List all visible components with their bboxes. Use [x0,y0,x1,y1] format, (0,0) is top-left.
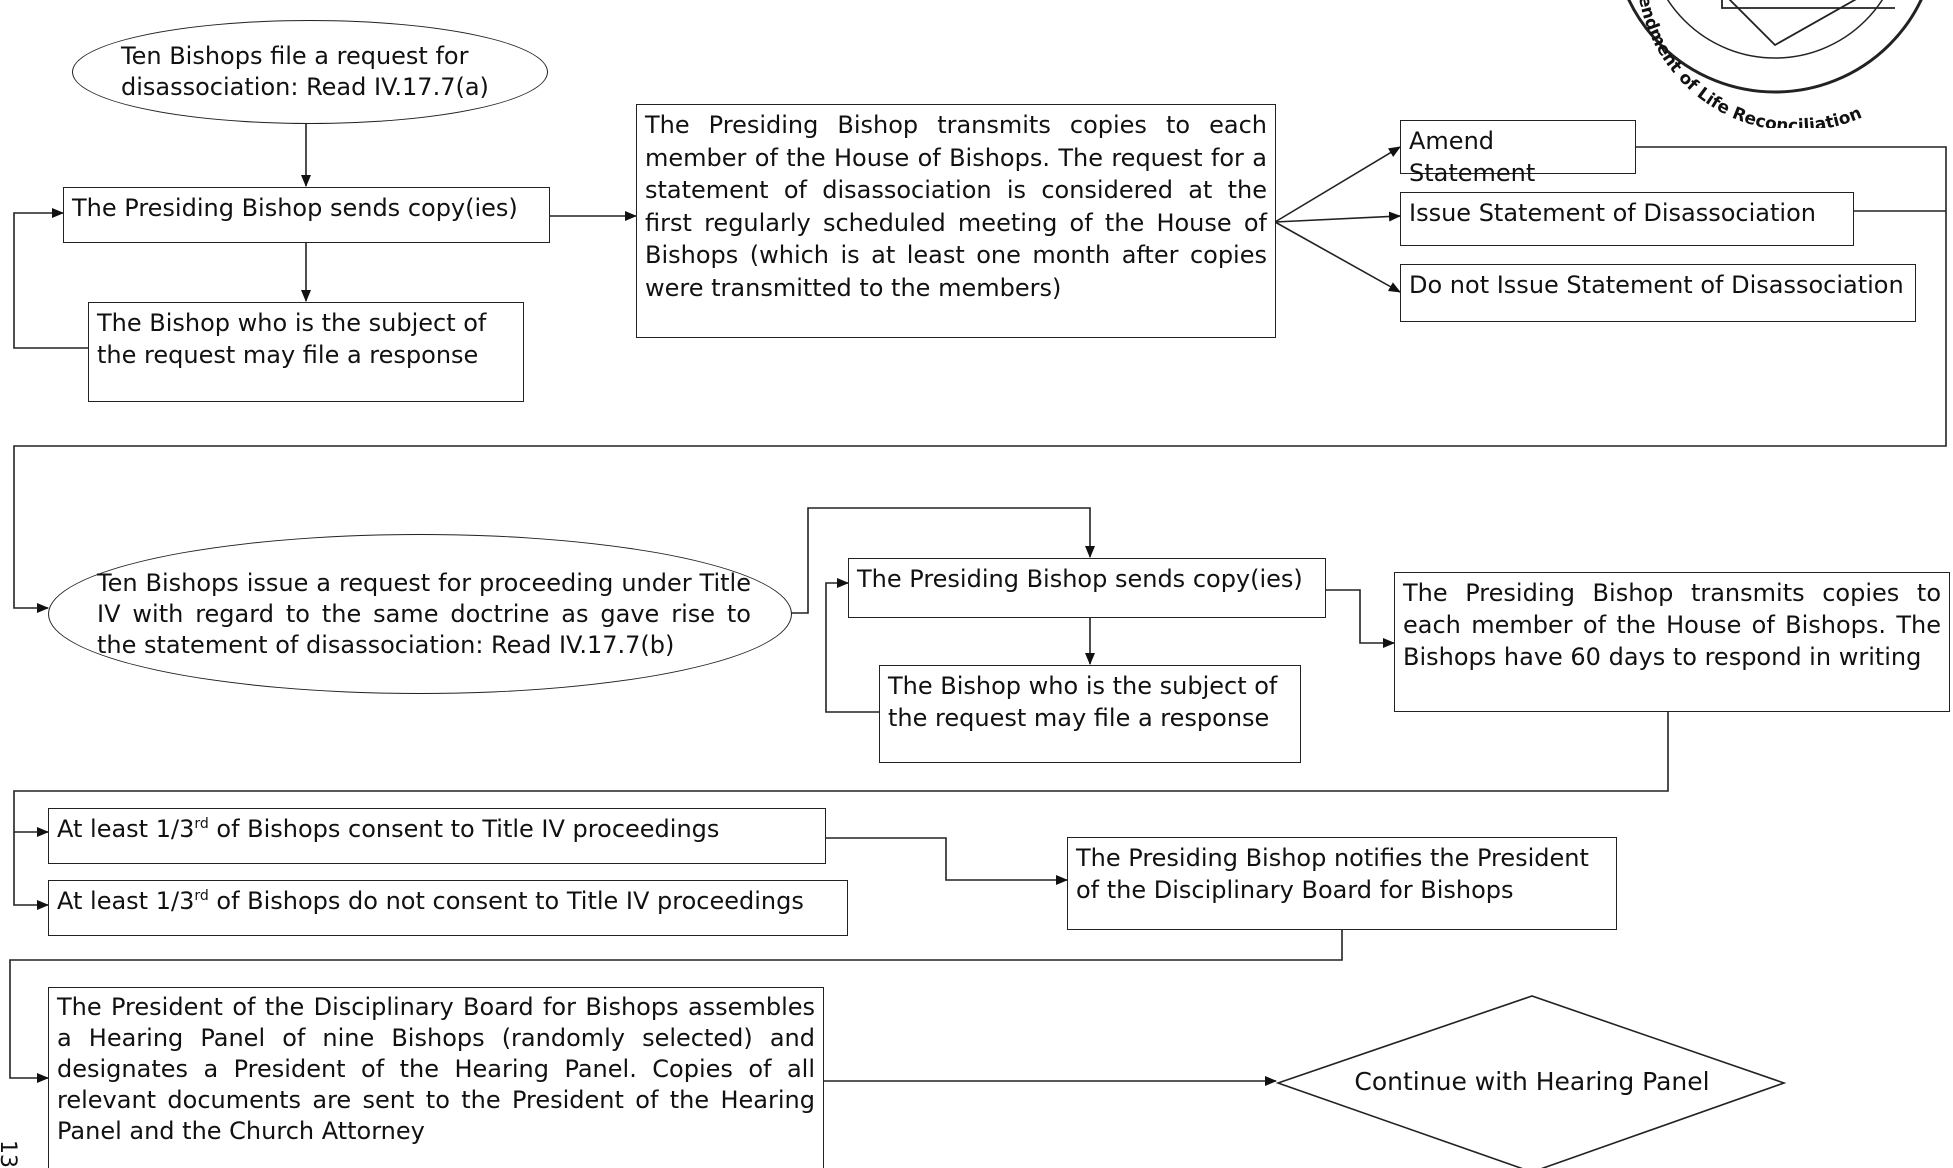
end-diamond-text: Continue with Hearing Panel [1354,1067,1710,1096]
arrow-sends2-to-transmits2 [1326,589,1395,648]
option-do-not-issue-text: Do not Issue Statement of Disassociation [1409,271,1904,299]
consent-prefix: At least 1/3 [57,815,195,843]
no-consent-prefix: At least 1/3 [57,887,195,915]
pb-transmits-1: The Presiding Bishop transmits copies to… [636,104,1276,338]
pb-sends-copies-2-text: The Presiding Bishop sends copy(ies) [857,565,1303,593]
president-assembles: The President of the Disciplinary Board … [48,987,824,1168]
start-oval: Ten Bishops file a request for disassoci… [72,20,548,124]
pb-transmits-2-text: The Presiding Bishop transmits copies to… [1403,579,1941,671]
arrow-second-oval-to-sends [790,507,1095,614]
arrow-to-amend [1274,146,1401,223]
no-consent-option: At least 1/3rd of Bishops do not consent… [48,880,848,936]
arrow-to-issue [1274,211,1401,223]
no-consent-superscript: rd [194,888,209,904]
no-consent-suffix: of Bishops do not consent to Title IV pr… [208,887,804,915]
arrow-to-no-consent [13,832,49,910]
option-issue-statement: Issue Statement of Disassociation [1400,192,1854,246]
option-amend-statement-text: Amend Statement [1409,127,1536,187]
arrow-to-not-issue [1274,221,1401,293]
pb-sends-copies-2: The Presiding Bishop sends copy(ies) [848,558,1326,618]
arrow-response-loop [13,208,88,349]
end-diamond-label: Continue with Hearing Panel [1330,1066,1734,1098]
consent-suffix: of Bishops consent to Title IV proceedin… [208,815,720,843]
consent-superscript: rd [194,816,209,832]
pb-transmits-2: The Presiding Bishop transmits copies to… [1394,572,1950,712]
seal-logo: Amendment of Life Reconciliation [1627,0,1923,128]
arrow-response2-loop [825,578,879,713]
pb-sends-copies-1-text: The Presiding Bishop sends copy(ies) [72,194,518,222]
pb-notifies: The Presiding Bishop notifies the Presid… [1067,837,1617,930]
arrow-consent-to-notify [826,837,1068,885]
arrow-to-consent [13,711,1669,837]
second-oval: Ten Bishops issue a request for proceedi… [48,534,792,694]
start-oval-text: Ten Bishops file a request for disassoci… [121,42,489,101]
bishop-response-1: The Bishop who is the subject of the req… [88,302,524,402]
pb-notifies-text: The Presiding Bishop notifies the Presid… [1076,844,1589,904]
bishop-response-2: The Bishop who is the subject of the req… [879,665,1301,763]
consent-option: At least 1/3rd of Bishops consent to Tit… [48,808,826,864]
option-issue-statement-text: Issue Statement of Disassociation [1409,199,1816,227]
president-assembles-text: The President of the Disciplinary Board … [57,993,815,1145]
page-number: 13 [0,1140,20,1168]
pb-transmits-1-text: The Presiding Bishop transmits copies to… [645,111,1267,302]
bishop-response-2-text: The Bishop who is the subject of the req… [888,672,1278,732]
option-amend-statement: Amend Statement [1400,120,1636,187]
pb-sends-copies-1: The Presiding Bishop sends copy(ies) [63,187,550,243]
arrow-options-to-second-oval [13,146,1947,613]
second-oval-text: Ten Bishops issue a request for proceedi… [97,568,751,659]
end-diamond-shape [1275,995,1787,1168]
bishop-response-1-text: The Bishop who is the subject of the req… [97,309,487,369]
option-do-not-issue: Do not Issue Statement of Disassociation [1400,264,1916,322]
arrow-notify-to-assemble [9,929,1343,1083]
